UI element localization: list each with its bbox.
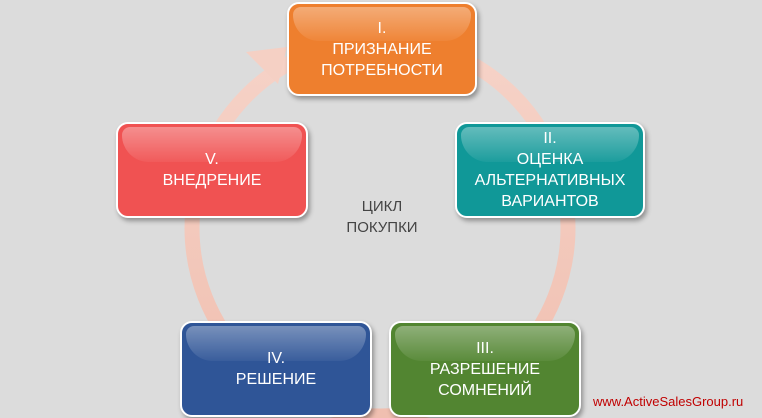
- stage-2-line-1: ОЦЕНКА: [516, 151, 584, 168]
- stage-2-box: II. ОЦЕНКА АЛЬТЕРНАТИВНЫХ ВАРИАНТОВ: [455, 122, 645, 218]
- center-label-line-1: ЦИКЛ: [361, 198, 403, 215]
- website-watermark: www.ActiveSalesGroup.ru: [593, 394, 744, 409]
- stage-2-line-3: ВАРИАНТОВ: [501, 193, 599, 210]
- stage-1-box: I. ПРИЗНАНИЕ ПОТРЕБНОСТИ: [287, 2, 477, 96]
- stage-5-line-1: ВНЕДРЕНИЕ: [162, 172, 262, 189]
- stage-5-number: V.: [205, 151, 219, 168]
- stage-1-number: I.: [377, 19, 387, 37]
- stage-3-line-1: РАЗРЕШЕНИЕ: [429, 360, 541, 378]
- stage-4-number: IV.: [266, 350, 286, 367]
- stage-1-line-2: ПОТРЕБНОСТИ: [321, 61, 443, 79]
- stage-2-number: II.: [543, 130, 557, 147]
- stage-3-box: III. РАЗРЕШЕНИЕ СОМНЕНИЙ: [389, 321, 581, 417]
- stage-3-number: III.: [476, 339, 494, 357]
- cycle-center-label: ЦИКЛ ПОКУПКИ: [322, 196, 442, 238]
- stage-5-box: V. ВНЕДРЕНИЕ: [116, 122, 308, 218]
- stage-4-line-1: РЕШЕНИЕ: [235, 371, 317, 388]
- stage-2-line-2: АЛЬТЕРНАТИВНЫХ: [474, 172, 626, 189]
- stage-3-line-2: СОМНЕНИЙ: [438, 381, 532, 399]
- center-label-line-2: ПОКУПКИ: [346, 219, 418, 236]
- stage-1-line-1: ПРИЗНАНИЕ: [332, 40, 432, 58]
- cycle-arrowhead-icon: [246, 47, 287, 84]
- stage-4-box: IV. РЕШЕНИЕ: [180, 321, 372, 417]
